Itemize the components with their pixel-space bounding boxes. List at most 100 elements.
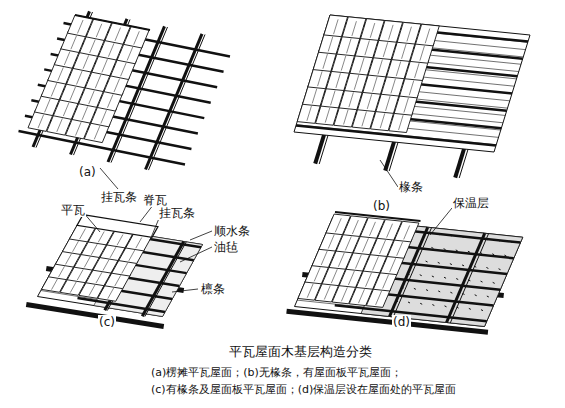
stroke: [380, 240, 386, 254]
stroke: [324, 286, 330, 300]
stroke: [481, 310, 483, 311]
stroke: [136, 238, 142, 249]
stroke: [370, 23, 375, 38]
stroke: [336, 73, 341, 88]
stroke: [338, 253, 344, 267]
stroke: [335, 212, 421, 221]
stroke: [352, 21, 357, 36]
part-label: (c): [98, 315, 116, 329]
stroke: [378, 60, 383, 75]
stroke: [127, 47, 133, 60]
shape: [77, 215, 158, 238]
stroke: [94, 126, 100, 139]
part-label: 顺水条: [213, 224, 251, 238]
stroke: [362, 112, 367, 127]
stroke: [420, 303, 422, 304]
stroke: [426, 261, 428, 262]
stroke: [63, 103, 69, 116]
stroke: [425, 29, 430, 44]
stroke: [438, 291, 440, 292]
stroke: [331, 91, 336, 106]
stroke: [475, 295, 477, 296]
stroke: [408, 302, 410, 303]
part-label: 椽条: [398, 180, 424, 194]
stroke: [107, 94, 113, 107]
stroke: [366, 273, 372, 287]
stroke: [456, 279, 458, 280]
stroke: [83, 55, 89, 68]
panel-a: [19, 11, 231, 170]
shape: [294, 15, 530, 152]
stroke: [312, 89, 317, 104]
stroke: [376, 291, 382, 305]
stroke: [38, 115, 44, 128]
stroke: [91, 244, 97, 255]
stroke: [102, 59, 108, 72]
stroke: [335, 218, 341, 232]
stroke: [349, 92, 354, 107]
stroke: [70, 282, 76, 293]
stroke: [468, 251, 470, 252]
shape: [416, 24, 440, 46]
stroke: [45, 99, 51, 112]
stroke: [387, 224, 393, 238]
stroke: [108, 288, 114, 299]
stroke: [334, 19, 339, 34]
part-label: 檩条: [200, 282, 226, 296]
stroke: [348, 271, 354, 285]
stroke: [110, 247, 116, 258]
stroke: [51, 83, 57, 96]
stroke: [66, 254, 72, 265]
stroke: [84, 257, 90, 268]
stroke: [431, 247, 433, 248]
stroke: [369, 222, 375, 236]
stroke: [70, 87, 76, 100]
stroke: [444, 277, 446, 278]
stroke: [314, 267, 320, 281]
caption: 平瓦屋面木基层构造分类: [228, 345, 373, 359]
stroke: [420, 275, 422, 276]
stroke: [77, 269, 83, 280]
stroke: [101, 110, 107, 123]
stroke: [462, 265, 464, 266]
part-label: 油毡: [213, 240, 239, 254]
stroke: [493, 282, 495, 283]
shape: [38, 225, 203, 317]
stroke: [64, 52, 70, 65]
part-label: (b): [372, 199, 391, 213]
stroke: [82, 106, 88, 119]
stroke: [373, 256, 379, 270]
stroke: [444, 249, 446, 250]
part-label: 保温层: [452, 196, 490, 210]
stroke: [383, 275, 389, 289]
stroke: [108, 43, 114, 56]
stroke: [426, 290, 428, 291]
stroke: [390, 258, 396, 272]
stroke: [114, 79, 120, 92]
stroke: [73, 241, 79, 252]
stroke: [365, 40, 370, 55]
stroke: [341, 56, 346, 71]
stroke: [438, 262, 440, 263]
stroke: [57, 118, 63, 131]
stroke: [149, 35, 206, 171]
stroke: [487, 296, 489, 297]
stroke: [98, 232, 104, 243]
stroke: [307, 284, 313, 298]
stroke: [373, 77, 378, 92]
stroke: [318, 71, 323, 86]
stroke: [358, 289, 364, 303]
stroke: [389, 25, 394, 40]
stroke: [380, 113, 385, 128]
stroke: [404, 98, 409, 113]
stroke: [71, 36, 77, 49]
stroke: [402, 44, 407, 59]
stroke: [331, 269, 337, 283]
stroke: [96, 272, 102, 283]
stroke: [432, 276, 434, 277]
stroke: [450, 234, 488, 323]
stroke: [352, 220, 358, 234]
stroke: [76, 122, 82, 135]
part-label: (d): [392, 315, 411, 329]
part-label: 平瓦: [60, 203, 86, 217]
